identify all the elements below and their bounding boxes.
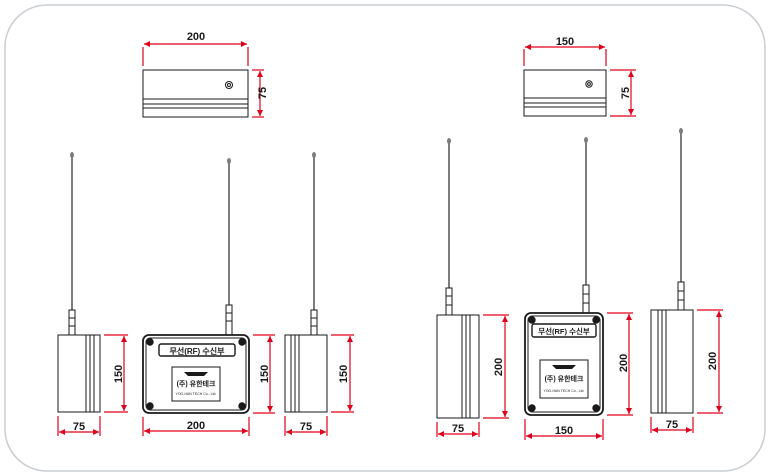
left-front-view <box>142 158 250 414</box>
right-side-left-width-dimension <box>436 422 480 437</box>
left-top-width-label: 200 <box>187 31 205 43</box>
right-front-height-label: 200 <box>618 354 630 372</box>
right-side-right-height-dimension <box>697 309 723 414</box>
right-top-height-dimension <box>610 69 636 117</box>
right-front-company-sub: YOO-HAN TECH Co., Ltd. <box>544 389 585 393</box>
right-side-left-height-label: 200 <box>493 358 505 376</box>
left-front-height-label: 150 <box>259 365 271 383</box>
left-top-height-dimension <box>252 69 264 118</box>
left-top-width-dimension <box>142 41 249 66</box>
left-side-right-width-dimension <box>284 416 328 436</box>
right-side-view-left <box>436 138 480 419</box>
left-side-view-left <box>57 152 101 413</box>
left-side-right-width-label: 75 <box>300 421 312 433</box>
right-front-view <box>524 137 604 416</box>
right-front-width-label: 150 <box>555 425 573 437</box>
left-side-left-width-label: 75 <box>73 421 85 433</box>
right-front-company-name: (주) 유한테크 <box>545 374 584 383</box>
right-side-view-right <box>650 128 694 414</box>
right-front-panel-title: 무선(RF) 수신부 <box>538 326 590 336</box>
right-front-width-dimension <box>524 419 604 440</box>
left-unit: 200 75 75 150 <box>57 31 354 436</box>
left-side-left-height-dimension <box>104 334 128 413</box>
left-top-view <box>142 69 249 118</box>
left-side-view-right <box>284 152 328 413</box>
left-front-panel-title: 무선(RF) 수신부 <box>169 346 225 356</box>
right-side-left-width-label: 75 <box>452 423 464 435</box>
right-front-height-dimension <box>607 312 633 416</box>
left-front-company-sub: YOO-HAN TECH Co., Ltd. <box>176 392 217 396</box>
right-top-view <box>523 69 607 117</box>
left-side-right-height-dimension <box>331 334 354 413</box>
right-top-height-label: 75 <box>620 87 632 99</box>
left-side-right-height-label: 150 <box>338 365 350 383</box>
right-top-width-label: 150 <box>556 36 574 48</box>
left-front-height-dimension <box>253 334 275 414</box>
right-unit: 150 75 75 200 <box>436 36 723 440</box>
right-top-width-dimension <box>523 44 607 66</box>
left-front-width-label: 200 <box>187 420 205 432</box>
right-side-left-height-dimension <box>483 314 509 419</box>
right-side-right-width-dimension <box>650 417 694 433</box>
left-side-left-height-label: 150 <box>113 365 125 383</box>
left-side-left-width-dimension <box>57 416 101 436</box>
left-front-company-name: (주) 유한테크 <box>177 379 216 388</box>
left-front-width-dimension <box>142 417 250 436</box>
right-side-right-height-label: 200 <box>707 352 719 370</box>
left-top-height-label: 75 <box>257 87 269 99</box>
right-side-right-width-label: 75 <box>666 419 678 431</box>
